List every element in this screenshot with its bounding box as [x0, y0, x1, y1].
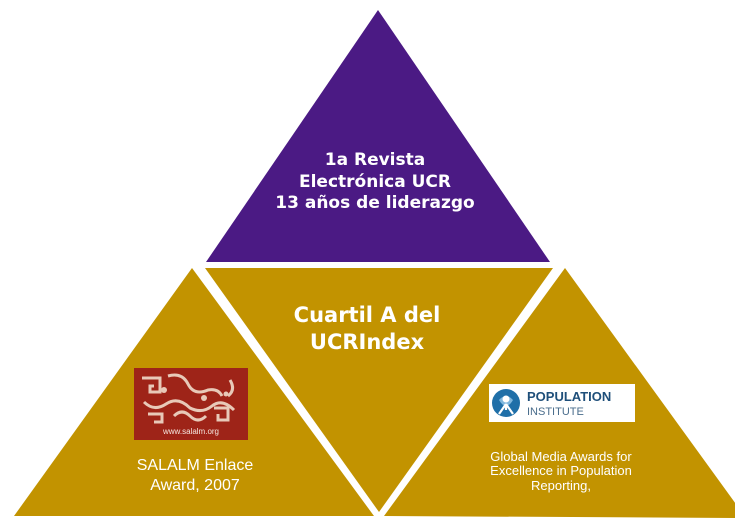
right-line-2: Excellence in Population [490, 463, 632, 479]
left-line-2: Award, 2007 [150, 476, 240, 494]
salalm-logo-graphic: www.salalm.org [134, 368, 248, 440]
right-line-1: Global Media Awards for [490, 449, 632, 464]
middle-line-2: UCRIndex [309, 330, 425, 355]
top-triangle-text: 1a Revista Electrónica UCR 13 años de li… [250, 150, 500, 215]
salalm-logo-url: www.salalm.org [162, 427, 219, 436]
left-triangle-text: SALALM Enlace Award, 2007 [90, 456, 300, 495]
left-line-1: SALALM Enlace [136, 457, 254, 474]
top-line-3: 13 años de liderazgo [275, 193, 475, 214]
salalm-logo: www.salalm.org [134, 368, 248, 440]
middle-triangle [205, 268, 553, 512]
right-triangle-text: Global Media Awards for Excellence in Po… [446, 449, 676, 493]
middle-triangle-text: Cuartil A del UCRIndex [262, 302, 472, 357]
population-institute-logo: POPULATION INSTITUTE [489, 384, 635, 422]
middle-line-1: Cuartil A del [293, 303, 441, 327]
top-triangle [206, 10, 550, 262]
population-logo-line-2: INSTITUTE [527, 406, 584, 418]
top-line-1: 1a Revista [324, 150, 426, 170]
population-logo-line-1: POPULATION [527, 389, 611, 404]
right-line-3: Reporting, [531, 477, 591, 493]
population-institute-logo-graphic: POPULATION INSTITUTE [489, 384, 635, 422]
top-line-2: Electrónica UCR [298, 171, 451, 192]
